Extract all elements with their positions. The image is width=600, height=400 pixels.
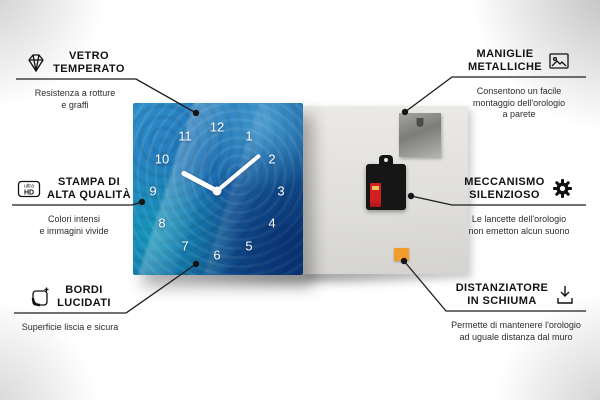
foam-spacer <box>394 248 409 261</box>
callout-description: Resistenza a rotture e graffi <box>34 87 116 110</box>
callout-description: Colori intensi e immagini vivide <box>39 213 109 236</box>
callout-vetro-temperato: VETRO TEMPERATO Resistenza a rotture e g… <box>14 50 136 111</box>
battery <box>370 183 381 207</box>
callout-description: Permette di mantenere l'orologio ad ugua… <box>451 319 581 342</box>
callout-title: STAMPA DI ALTA QUALITÀ <box>46 176 132 201</box>
clock-number: 1 <box>245 128 253 144</box>
callout-maniglie-metalliche: MANIGLIE METALLICHE Consentono un facile… <box>452 48 586 121</box>
clock-number: 9 <box>149 183 157 199</box>
svg-text:ultra: ultra <box>24 183 34 189</box>
clock-number: 3 <box>277 183 285 199</box>
clock-number: 5 <box>245 238 253 254</box>
clock-front-panel: 12 1 2 3 4 5 6 7 8 9 10 11 <box>133 103 303 275</box>
clock-number: 4 <box>268 215 276 231</box>
gem-icon <box>25 52 47 74</box>
callout-distanziatore-in-schiuma: DISTANZIATORE IN SCHIUMA Permette di man… <box>446 282 586 343</box>
callout-bordi-lucidati: BORDI LUCIDATI Superficie liscia e sicur… <box>14 284 126 334</box>
clock-number: 7 <box>181 238 189 254</box>
callout-title: MECCANISMO SILENZIOSO <box>464 176 545 201</box>
callout-meccanismo-silenzioso: MECCANISMO SILENZIOSO Le lancette dell'o… <box>452 176 586 237</box>
clock-mechanism <box>366 155 406 210</box>
ultra-hd-icon: ultra HD <box>17 178 41 200</box>
callout-description: Le lancette dell'orologio non emetton al… <box>468 213 570 236</box>
callout-title: VETRO TEMPERATO <box>53 50 125 75</box>
clock-center-cap <box>212 186 222 196</box>
callout-title: DISTANZIATORE IN SCHIUMA <box>455 282 549 307</box>
clock-number: 2 <box>268 151 276 167</box>
gear-icon <box>551 177 574 200</box>
clock-number: 12 <box>209 119 225 135</box>
metal-mounting-plate <box>399 113 441 157</box>
callout-description: Superficie liscia e sicura <box>21 321 119 332</box>
clock-number: 11 <box>178 128 192 144</box>
picture-frame-icon <box>548 50 570 72</box>
callout-description: Consentono un facile montaggio dell'orol… <box>472 85 566 120</box>
clock-number: 8 <box>158 215 166 231</box>
mechanism-hanger <box>379 155 393 165</box>
callout-title: MANIGLIE METALLICHE <box>467 48 543 73</box>
svg-text:HD: HD <box>24 189 34 196</box>
clock-back-panel <box>303 106 468 274</box>
clock-number: 10 <box>154 151 170 167</box>
callout-title: BORDI LUCIDATI <box>57 284 111 309</box>
polished-edge-icon <box>29 286 51 308</box>
callout-stampa-alta-qualita: ultra HD STAMPA DI ALTA QUALITÀ Colori i… <box>12 176 136 237</box>
clock-number: 6 <box>213 247 221 263</box>
foam-spacer-icon <box>554 284 576 306</box>
